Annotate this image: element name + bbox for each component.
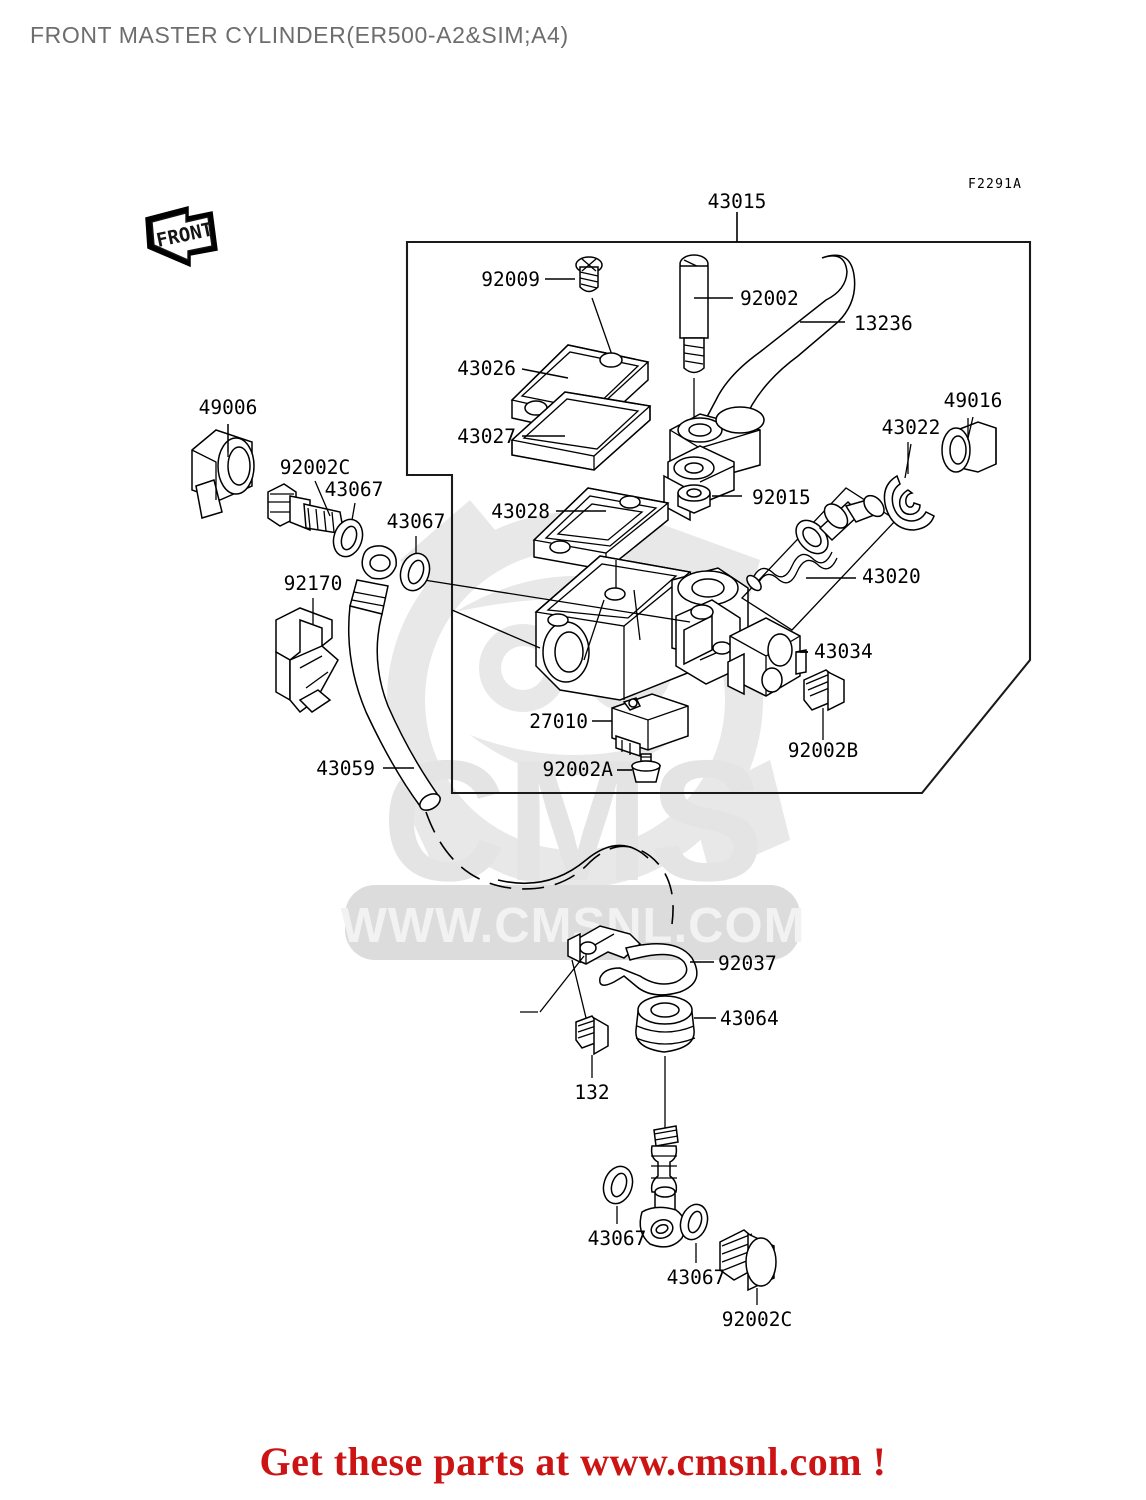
part-label: 49016 [944,389,1003,412]
part-labels: 43015 92009 92002 13236 43026 43027 4900… [199,190,1003,1331]
master-cylinder-body [534,555,749,701]
figure-code: F2291A [968,177,1022,192]
part-92002-pivot-bolt [679,254,733,505]
part-label: 43026 [457,357,516,380]
part-92037-hose-clamp-lower [520,925,714,1023]
part-43027-gasket [510,391,652,471]
part-92002B-bolt [803,669,845,740]
part-132-screw [575,1015,609,1078]
lower-banjo-fitting [639,1125,686,1248]
leader-inner [451,609,541,649]
part-label: 92002B [788,739,858,762]
part-label: 92002A [543,758,614,781]
part-label: 27010 [529,710,588,733]
part-49016-dust-boot [941,418,997,473]
part-label: 43059 [316,757,375,780]
part-label: 92002C [280,456,350,479]
part-label: 43022 [882,416,941,439]
part-label: 43067 [588,1227,647,1250]
part-92015-nut [677,484,742,514]
part-label: 43015 [708,190,767,213]
part-92002C-banjo-bolt-lower [719,1229,777,1305]
part-label: 43064 [720,1007,779,1030]
footer-cta: Get these parts at www.cmsnl.com ! [259,1439,887,1484]
part-label: 13236 [854,312,913,335]
part-27010-brake-switch [592,693,689,758]
part-label: 43020 [862,565,921,588]
part-43067-washer-a [332,502,364,558]
leader-43067-mid [423,579,691,623]
part-49006-dust-cap [191,424,255,519]
part-43067-washer-c [602,1165,634,1224]
part-label: 92002 [740,287,799,310]
assembly-boundary-43015 [405,240,1032,795]
watermark-band [345,885,800,960]
part-label: 132 [574,1081,609,1104]
part-92009-screw [545,256,613,356]
part-43067-washer-b [399,536,431,592]
part-43064-boot [635,995,716,1128]
part-label: 43027 [457,425,516,448]
part-label: 43067 [325,478,384,501]
leader-ticks [227,416,974,479]
part-label: 43067 [667,1266,726,1289]
part-label: 43067 [387,510,446,533]
part-92002A-bolt [617,753,661,783]
part-label: 43028 [491,500,550,523]
part-43059-brake-hose [347,545,674,925]
part-label: 43034 [814,640,873,663]
page-title: FRONT MASTER CYLINDER(ER500-A2&SIM;A4) [30,22,569,48]
part-label: 92009 [481,268,540,291]
part-43028-diaphragm [532,487,670,571]
part-43034-clamp [727,617,808,697]
part-92170-hose-clamp [275,598,339,714]
part-label: 92037 [718,952,777,975]
front-arrow-icon: FRONT [145,206,218,268]
part-13236-brake-lever [663,254,856,522]
part-43067-washer-d [679,1203,709,1263]
part-label: 49006 [199,396,258,419]
part-label: 92170 [284,572,343,595]
part-label: 92002C [722,1308,792,1331]
part-43020-piston-kit [740,487,898,631]
part-label: 92015 [752,486,811,509]
